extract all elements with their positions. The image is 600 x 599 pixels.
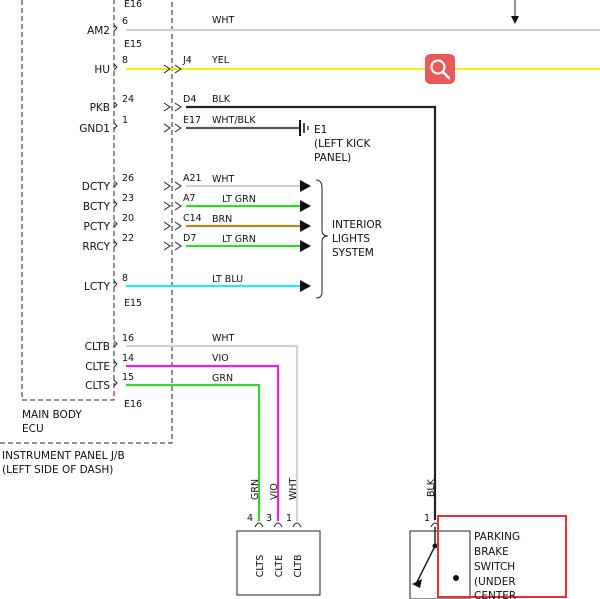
ecu-pin-marks bbox=[113, 24, 118, 387]
pin-label-rrcy: RRCY bbox=[82, 241, 110, 253]
wire-color-labels: WHT YEL BLK WHT/BLK WHT LT GRN BRN LT GR… bbox=[211, 15, 256, 384]
pin-label-lcty: LCTY bbox=[84, 281, 111, 293]
connector-e16-top: E16 bbox=[124, 0, 142, 10]
junction-dcty: A21 bbox=[183, 173, 202, 184]
junction-rrcy: D7 bbox=[183, 233, 196, 244]
pin-label-pcty: PCTY bbox=[84, 221, 111, 233]
ground-symbol bbox=[299, 120, 309, 136]
junction-ids: J4 D4 E17 A21 A7 C14 D7 bbox=[182, 55, 202, 244]
pin-label-bcty: BCTY bbox=[83, 201, 111, 213]
switch-pin-1: 1 bbox=[424, 513, 430, 524]
junction-hu: J4 bbox=[182, 55, 192, 66]
junction-arrows bbox=[163, 64, 182, 251]
pin-label-clte: CLTE bbox=[85, 361, 110, 373]
wire-clte bbox=[126, 364, 280, 521]
bottom-conn-label-clts: CLTS bbox=[255, 555, 266, 577]
pin-label-pkb: PKB bbox=[90, 102, 110, 114]
ground-line2: PANEL) bbox=[314, 152, 351, 164]
connector-e15-a: E15 bbox=[124, 39, 142, 50]
wire-label-dcty: WHT bbox=[212, 174, 235, 185]
switch-lever-arrow bbox=[412, 579, 422, 588]
wire-label-clts: GRN bbox=[212, 373, 233, 384]
jb-label-2: (LEFT SIDE OF DASH) bbox=[2, 464, 113, 476]
switch-label-2: BRAKE bbox=[474, 546, 509, 558]
parking-switch-box bbox=[409, 530, 471, 599]
junction-bcty: A7 bbox=[183, 193, 196, 204]
wire-label-gnd1: WHT/BLK bbox=[212, 115, 256, 126]
ground-line1: (LEFT KICK bbox=[314, 138, 372, 150]
ecu-border bbox=[21, 0, 115, 401]
wire-label-bcty: LT GRN bbox=[222, 194, 256, 205]
pin-num-clts: 15 bbox=[122, 372, 134, 383]
vertical-wire-vio: VIO bbox=[269, 483, 280, 500]
magnifier-icon bbox=[430, 59, 451, 80]
wire-cltb bbox=[126, 344, 299, 521]
jb-label-1: INSTRUMENT PANEL J/B bbox=[2, 450, 125, 462]
zoom-button[interactable] bbox=[425, 54, 455, 84]
wire-label-hu: YEL bbox=[211, 55, 230, 66]
switch-lever bbox=[415, 545, 436, 585]
pin-label-gnd1: GND1 bbox=[79, 123, 110, 135]
pin-label-cltb: CLTB bbox=[85, 341, 110, 353]
junction-pcty: C14 bbox=[183, 213, 202, 224]
switch-contact-bottom bbox=[453, 575, 459, 581]
interior-brace bbox=[315, 179, 329, 299]
wire-label-clte: VIO bbox=[212, 353, 229, 364]
pin-num-lcty: 8 bbox=[122, 273, 128, 284]
bottom-pin-4: 4 bbox=[247, 513, 253, 524]
wire-label-rrcy: LT GRN bbox=[222, 234, 256, 245]
bottom-connector-terminals bbox=[254, 522, 440, 528]
connector-e15-b: E15 bbox=[124, 298, 142, 309]
interior-label-3: SYSTEM bbox=[332, 247, 374, 259]
junction-pkb: D4 bbox=[183, 94, 196, 105]
wire-pkb bbox=[186, 105, 437, 520]
pin-num-dcty: 26 bbox=[122, 173, 134, 184]
ecu-label-2: ECU bbox=[22, 423, 44, 435]
down-arrow bbox=[511, 16, 519, 24]
pin-label-am2: AM2 bbox=[87, 25, 110, 37]
pin-num-rrcy: 22 bbox=[122, 233, 134, 244]
switch-label-3: SWITCH bbox=[474, 561, 515, 573]
pin-numbers: 6 8 24 1 26 23 20 22 8 16 14 15 bbox=[122, 16, 134, 383]
pin-num-bcty: 23 bbox=[122, 193, 134, 204]
pin-label-dcty: DCTY bbox=[82, 181, 111, 193]
bottom-connector-box bbox=[236, 530, 321, 596]
ground-name: E1 bbox=[314, 124, 327, 136]
pin-num-am2: 6 bbox=[122, 16, 128, 27]
pin-num-clte: 14 bbox=[122, 353, 134, 364]
pin-label-clts: CLTS bbox=[85, 380, 110, 392]
bottom-pin-3: 3 bbox=[266, 513, 272, 524]
pin-num-hu: 8 bbox=[122, 55, 128, 66]
wire-label-am2: WHT bbox=[212, 15, 235, 26]
interior-label-2: LIGHTS bbox=[332, 233, 370, 245]
pin-num-cltb: 16 bbox=[122, 333, 134, 344]
highlight-box bbox=[437, 515, 567, 598]
pin-num-gnd1: 1 bbox=[122, 115, 128, 126]
wire-label-lcty: LT BLU bbox=[212, 274, 243, 285]
switch-label-1: PARKING bbox=[474, 531, 520, 543]
junction-block-border bbox=[0, 0, 173, 444]
pin-labels: AM2 HU PKB GND1 DCTY BCTY PCTY RRCY LCTY… bbox=[79, 25, 110, 392]
switch-label-5: CENTER bbox=[474, 590, 516, 599]
vertical-wire-wht: WHT bbox=[288, 477, 299, 500]
pin-label-hu: HU bbox=[94, 64, 110, 76]
pin-num-pkb: 24 bbox=[122, 94, 134, 105]
interior-arrow-heads bbox=[300, 180, 311, 292]
bottom-conn-label-clte: CLTE bbox=[274, 555, 285, 577]
pin-num-pcty: 20 bbox=[122, 213, 134, 224]
interior-label-1: INTERIOR bbox=[332, 219, 382, 231]
connector-e16-bottom: E16 bbox=[124, 399, 142, 410]
switch-label-4: (UNDER bbox=[474, 576, 516, 588]
bottom-pin-1: 1 bbox=[286, 513, 292, 524]
wire-label-pcty: BRN bbox=[212, 214, 232, 225]
wire-label-cltb: WHT bbox=[212, 333, 235, 344]
wire-clts bbox=[126, 383, 261, 521]
vertical-wire-blk: BLK bbox=[426, 478, 437, 497]
wire-label-pkb: BLK bbox=[212, 94, 231, 105]
vertical-wire-grn: GRN bbox=[250, 479, 261, 500]
bottom-conn-label-cltb: CLTB bbox=[293, 555, 304, 578]
junction-gnd1: E17 bbox=[183, 115, 201, 126]
ecu-label-1: MAIN BODY bbox=[22, 409, 82, 421]
